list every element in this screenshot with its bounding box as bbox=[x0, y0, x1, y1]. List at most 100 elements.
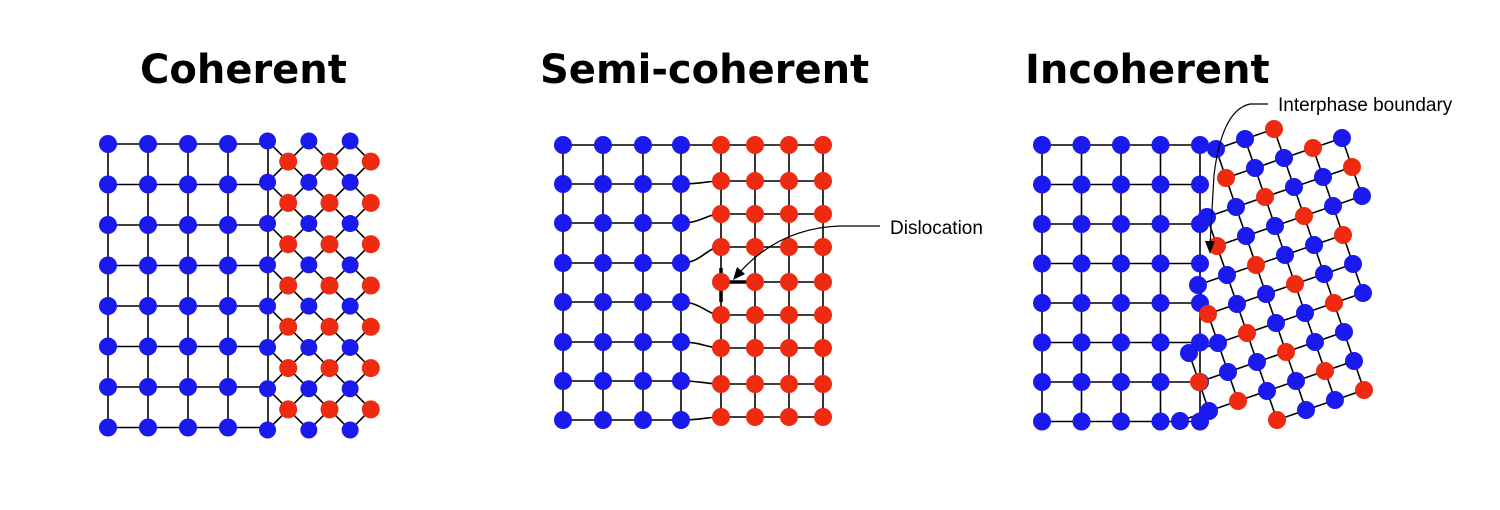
matrix-atom bbox=[1151, 175, 1170, 194]
precipitate-atom bbox=[814, 306, 832, 324]
matrix-atom bbox=[99, 297, 117, 315]
matrix-atom bbox=[1072, 136, 1091, 154]
precipitate-atom bbox=[279, 152, 298, 171]
matrix-atom bbox=[1151, 136, 1170, 154]
matrix-atom bbox=[139, 135, 157, 153]
incoherent-lattice bbox=[1033, 120, 1373, 431]
matrix-atom bbox=[634, 136, 652, 154]
matrix-atom bbox=[219, 175, 237, 194]
matrix-atom bbox=[1112, 254, 1130, 273]
matrix-atom bbox=[594, 136, 612, 154]
precipitate-atom bbox=[712, 375, 730, 393]
matrix-atom bbox=[1151, 412, 1170, 431]
precipitate-atom bbox=[320, 235, 339, 254]
matrix-atom bbox=[1198, 208, 1216, 226]
incoherent-title: Incoherent bbox=[1025, 47, 1270, 93]
matrix-atom bbox=[554, 214, 572, 232]
precipitate-atom bbox=[712, 172, 730, 190]
matrix-atom bbox=[99, 216, 117, 234]
matrix-atom bbox=[1345, 352, 1363, 370]
precipitate-atom bbox=[1199, 305, 1217, 323]
matrix-atom bbox=[179, 135, 197, 153]
precipitate-atom bbox=[1265, 120, 1283, 138]
matrix-atom bbox=[341, 338, 359, 356]
matrix-atom bbox=[219, 256, 237, 275]
matrix-atom bbox=[1151, 294, 1170, 312]
matrix-atom bbox=[634, 175, 652, 193]
precipitate-atom bbox=[780, 306, 798, 324]
matrix-atom bbox=[1072, 294, 1091, 312]
precipitate-atom bbox=[814, 238, 832, 256]
matrix-atom bbox=[1033, 136, 1051, 154]
matrix-atom bbox=[1112, 333, 1130, 352]
precipitate-atom bbox=[279, 235, 298, 254]
matrix-atom bbox=[672, 214, 690, 232]
dislocation-arrowhead bbox=[733, 267, 745, 280]
matrix-atom bbox=[300, 338, 318, 356]
precipitate-atom bbox=[814, 339, 832, 357]
precipitate-atom bbox=[361, 400, 380, 419]
semi-coherent-title: Semi-coherent bbox=[540, 47, 870, 93]
matrix-atom bbox=[594, 333, 612, 351]
semi-coherent-lattice bbox=[554, 136, 832, 429]
matrix-atom bbox=[1171, 412, 1189, 430]
matrix-atom bbox=[1112, 373, 1130, 391]
precipitate-atom bbox=[361, 276, 380, 295]
matrix-atom bbox=[1276, 246, 1294, 264]
matrix-atom bbox=[1112, 136, 1130, 154]
precipitate-atom bbox=[279, 193, 298, 212]
matrix-atom bbox=[1033, 373, 1051, 391]
precipitate-atom bbox=[712, 205, 730, 223]
matrix-atom bbox=[219, 378, 237, 396]
precipitate-atom bbox=[361, 193, 380, 212]
matrix-atom bbox=[1266, 217, 1284, 235]
matrix-atom bbox=[259, 173, 277, 191]
precipitate-atom bbox=[746, 339, 764, 357]
matrix-atom bbox=[634, 333, 652, 351]
matrix-atom bbox=[1227, 198, 1245, 216]
matrix-atom bbox=[1285, 178, 1303, 196]
matrix-atom bbox=[1219, 363, 1237, 381]
matrix-atom bbox=[1180, 344, 1198, 362]
precipitate-atom bbox=[279, 317, 298, 336]
precipitate-atom bbox=[1238, 324, 1256, 342]
matrix-atom bbox=[139, 216, 157, 234]
precipitate-atom bbox=[712, 273, 730, 291]
matrix-atom bbox=[1191, 254, 1209, 273]
interphase-arrowhead bbox=[1205, 241, 1215, 254]
matrix-atom bbox=[1072, 412, 1091, 431]
matrix-atom bbox=[634, 372, 652, 390]
matrix-atom bbox=[99, 175, 117, 194]
matrix-atom bbox=[554, 372, 572, 390]
matrix-atom bbox=[1072, 254, 1091, 273]
matrix-atom bbox=[1072, 175, 1091, 194]
matrix-atom bbox=[300, 421, 318, 439]
precipitate-atom bbox=[712, 408, 730, 426]
precipitate-atom bbox=[780, 238, 798, 256]
matrix-atom bbox=[554, 175, 572, 193]
precipitate-atom bbox=[814, 408, 832, 426]
matrix-atom bbox=[179, 337, 197, 356]
precipitate-atom bbox=[814, 375, 832, 393]
precipitate-atom bbox=[320, 276, 339, 295]
precipitate-atom bbox=[1295, 207, 1313, 225]
precipitate-atom bbox=[320, 152, 339, 171]
matrix-atom bbox=[1237, 227, 1255, 245]
matrix-atom bbox=[259, 380, 277, 398]
matrix-atom bbox=[300, 173, 318, 191]
matrix-atom bbox=[1033, 333, 1051, 352]
precipitate-atom bbox=[780, 136, 798, 154]
matrix-atom bbox=[341, 256, 359, 274]
matrix-atom bbox=[99, 378, 117, 396]
matrix-atom bbox=[1297, 401, 1315, 419]
matrix-atom bbox=[341, 421, 359, 439]
matrix-atom bbox=[672, 293, 690, 311]
matrix-atom bbox=[1151, 373, 1170, 391]
precipitate-atom bbox=[1286, 275, 1304, 293]
matrix-atom bbox=[554, 293, 572, 311]
matrix-atom bbox=[1306, 333, 1324, 351]
matrix-atom bbox=[1072, 333, 1091, 352]
matrix-atom bbox=[1324, 197, 1342, 215]
matrix-atom bbox=[1033, 294, 1051, 312]
matrix-atom bbox=[672, 175, 690, 193]
